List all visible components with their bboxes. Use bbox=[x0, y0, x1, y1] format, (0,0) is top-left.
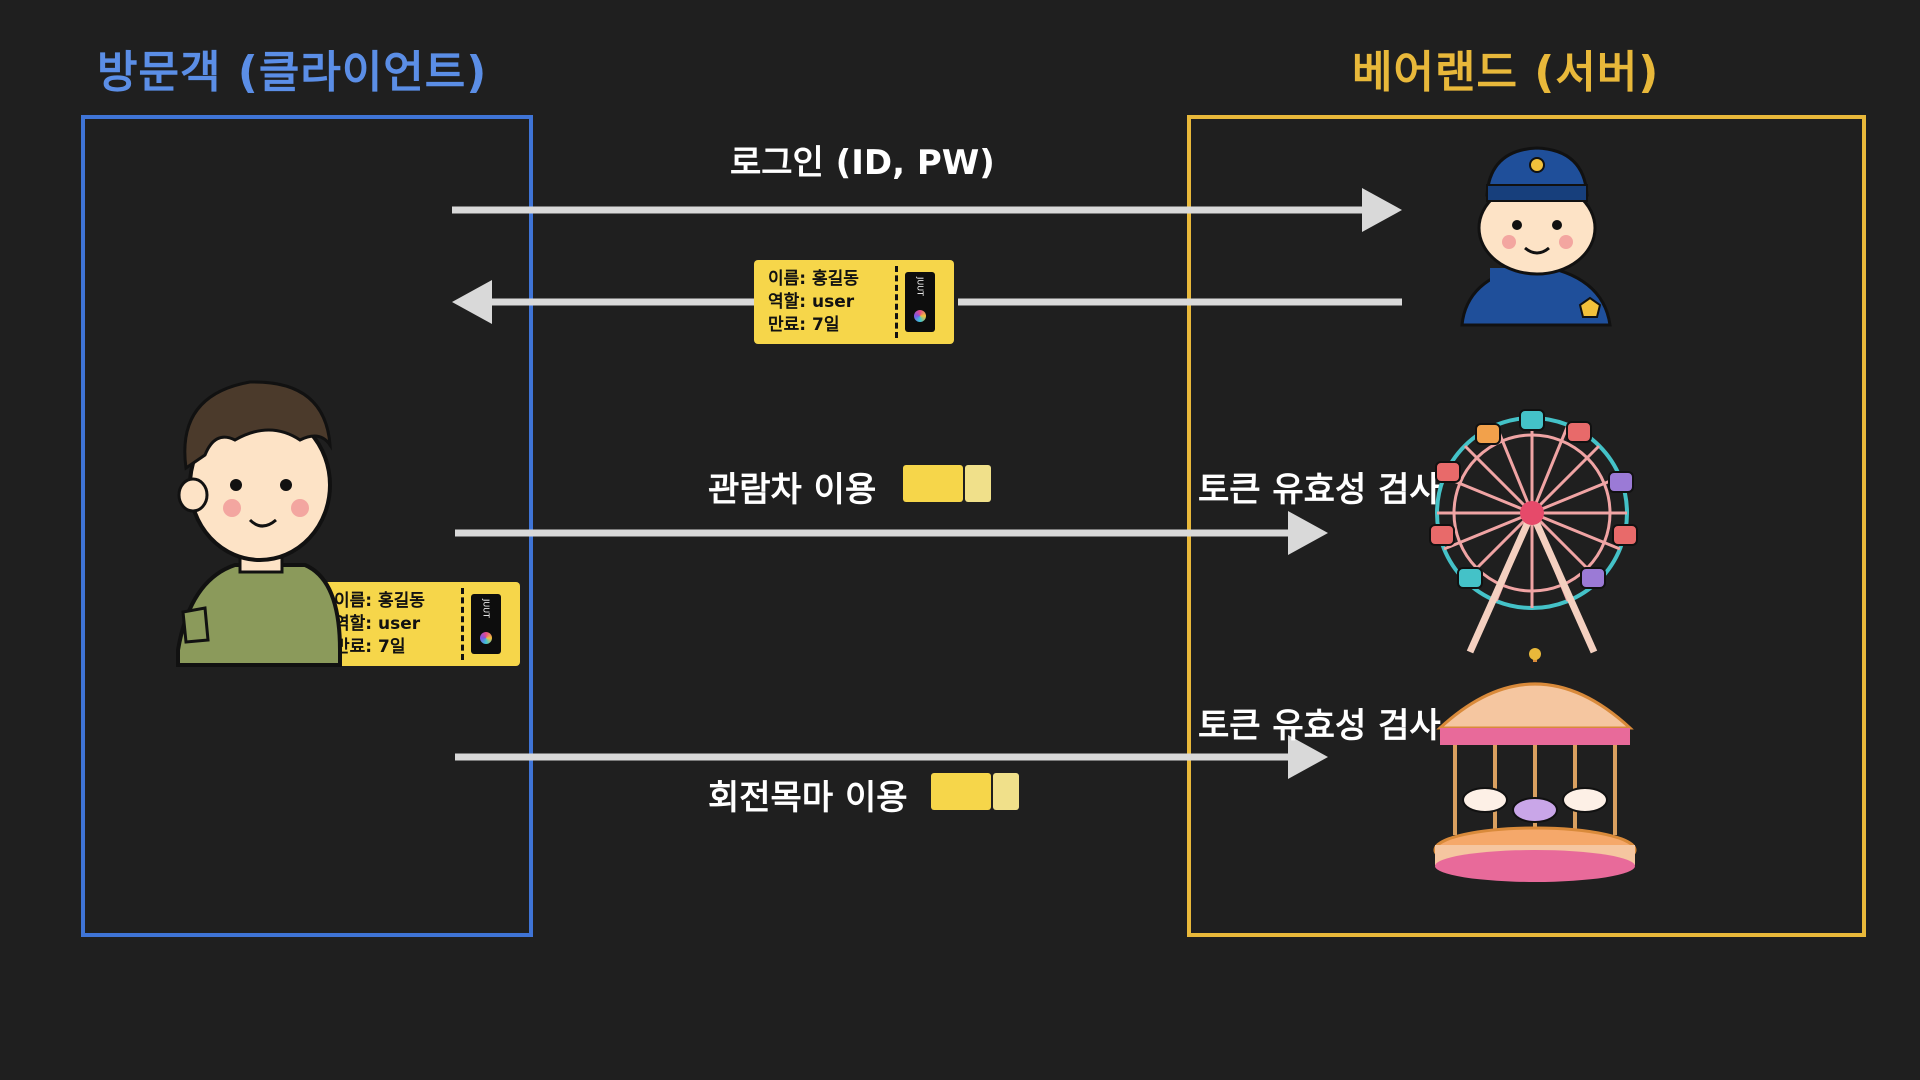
token-check-label-merry: 토큰 유효성 검사 bbox=[1198, 706, 1441, 746]
login-label: 로그인 (ID, PW) bbox=[730, 143, 995, 183]
ticket-expiry: 만료: 7일 bbox=[768, 315, 840, 335]
token-ticket-held: 이름: 홍길동 역할: user 만료: 7일 JUUT bbox=[320, 582, 520, 666]
login-arrowhead bbox=[1362, 188, 1402, 232]
ticket-stub: JUUT bbox=[471, 594, 501, 654]
ticket-role: 역할: user bbox=[334, 614, 421, 634]
ticket-name: 이름: 홍길동 bbox=[768, 269, 859, 289]
merry-arrowhead bbox=[1288, 735, 1328, 779]
ticket-name: 이름: 홍길동 bbox=[334, 591, 425, 611]
ticket-expiry: 만료: 7일 bbox=[334, 637, 406, 657]
token-check-label-ferris: 토큰 유효성 검사 bbox=[1198, 470, 1441, 510]
ferris-use-label: 관람차 이용 bbox=[708, 470, 877, 510]
token-ticket-returned: 이름: 홍길동 역할: user 만료: 7일 JUUT bbox=[754, 260, 954, 344]
token-return-arrowhead bbox=[452, 280, 492, 324]
client-panel bbox=[81, 115, 533, 937]
ferris-arrowhead bbox=[1288, 511, 1328, 555]
client-title: 방문객 (클라이언트) bbox=[97, 47, 488, 98]
server-panel bbox=[1187, 115, 1866, 937]
ticket-role: 역할: user bbox=[768, 292, 855, 312]
merry-go-round-use-label: 회전목마 이용 bbox=[708, 778, 908, 818]
ticket-stub: JUUT bbox=[905, 272, 935, 332]
ticket-stub-text: JUUT bbox=[915, 277, 925, 296]
ticket-stub-text: JUUT bbox=[481, 599, 491, 618]
server-title: 베어랜드 (서버) bbox=[1352, 47, 1660, 98]
